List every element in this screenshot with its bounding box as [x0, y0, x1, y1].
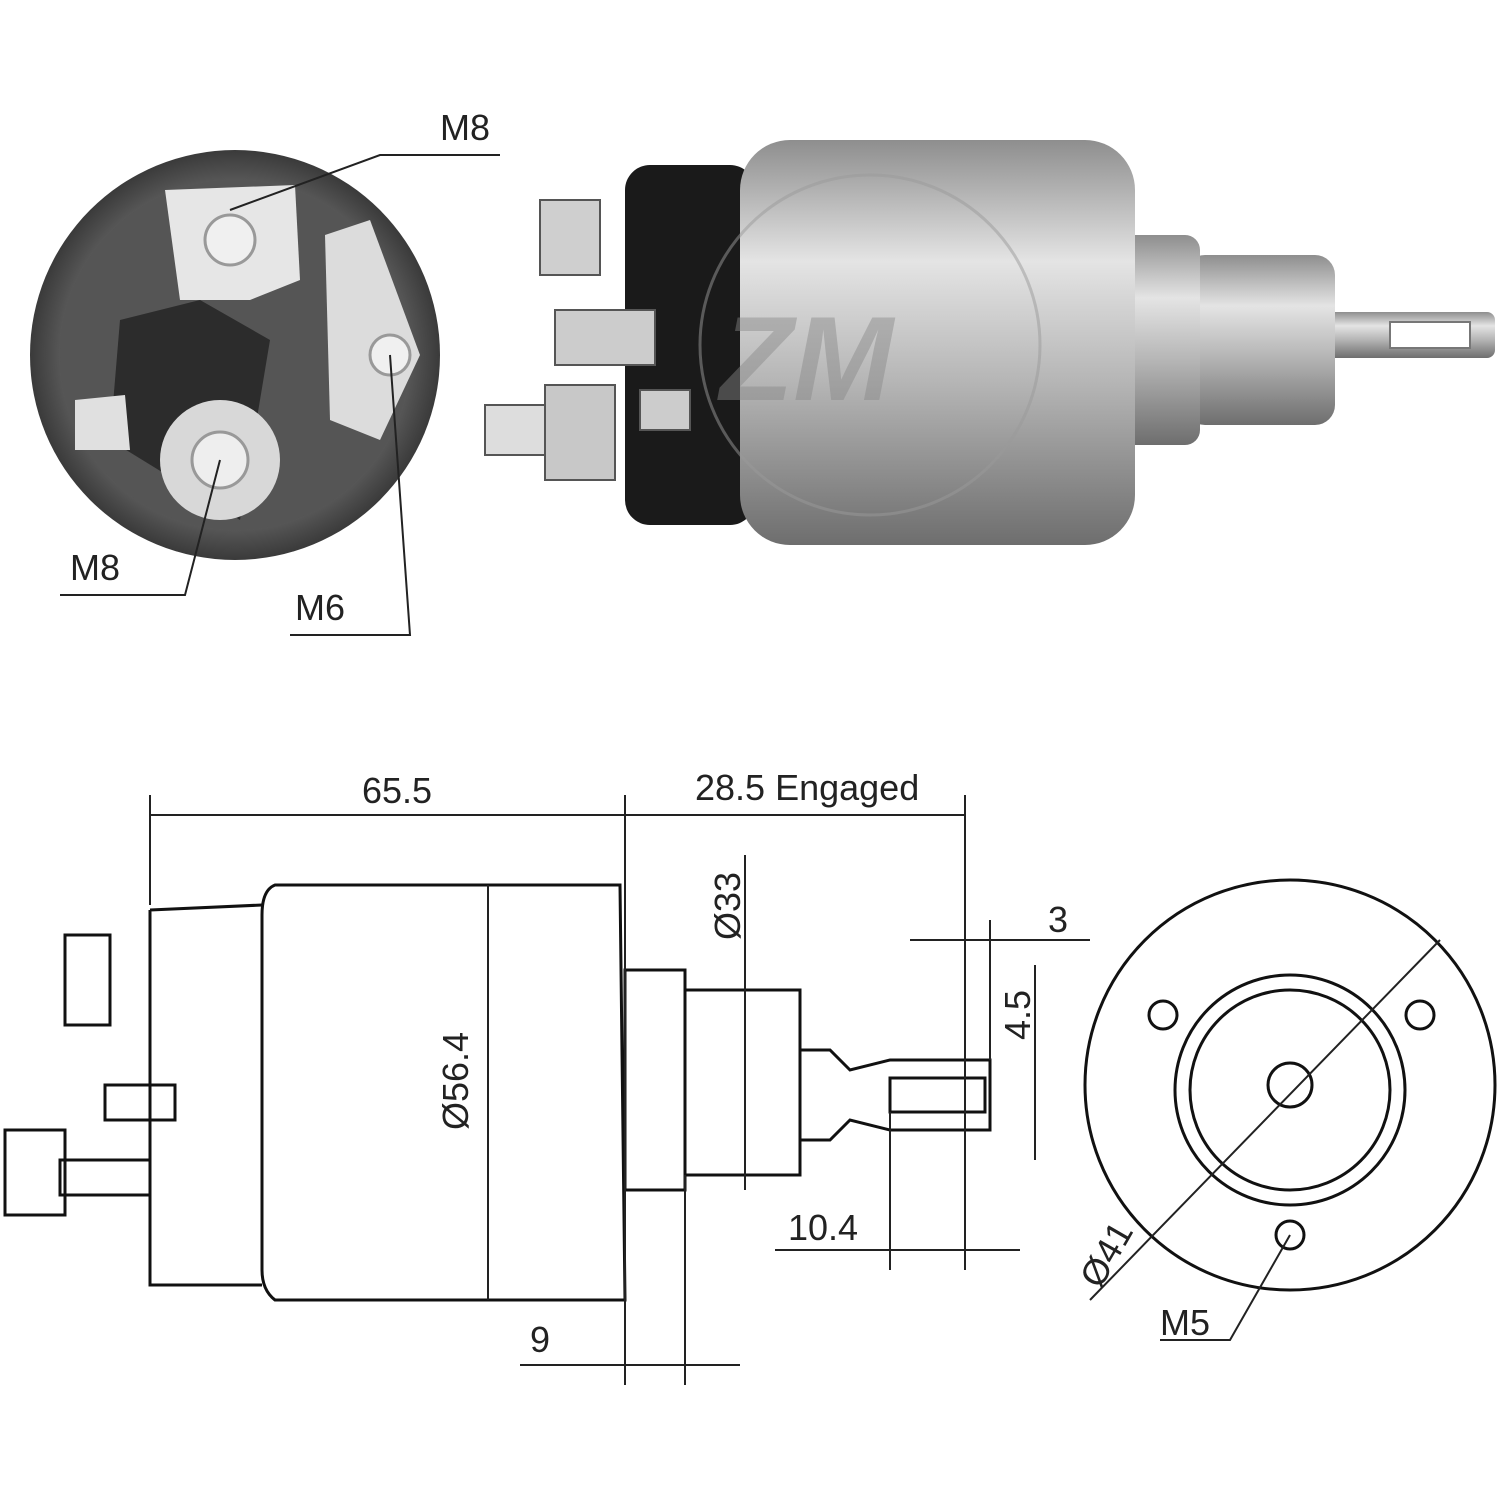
- end-view-photo: [30, 150, 440, 560]
- dim-10-4: 10.4: [788, 1207, 858, 1248]
- dim-m5: M5: [1160, 1302, 1210, 1343]
- dim-4-5: 4.5: [997, 990, 1038, 1040]
- watermark-logo: ZM: [717, 292, 896, 426]
- label-m8-bottom: M8: [70, 547, 120, 588]
- label-m8-top: M8: [440, 107, 490, 148]
- dim-65-5: 65.5: [362, 770, 432, 811]
- leader-lines: [60, 154, 500, 636]
- side-view-photo: ZM: [484, 140, 1495, 545]
- dim-d33: Ø33: [707, 872, 748, 940]
- side-drawing: [3, 883, 992, 1302]
- end-drawing: [1083, 878, 1497, 1341]
- dim-d41: Ø41: [1071, 1215, 1141, 1294]
- dimension-lines: [149, 795, 1090, 1385]
- label-m6: M6: [295, 587, 345, 628]
- dim-3: 3: [1048, 899, 1068, 940]
- dim-9: 9: [530, 1319, 550, 1360]
- dim-28-5-engaged: 28.5 Engaged: [695, 767, 919, 808]
- dim-d56-4: Ø56.4: [435, 1032, 476, 1130]
